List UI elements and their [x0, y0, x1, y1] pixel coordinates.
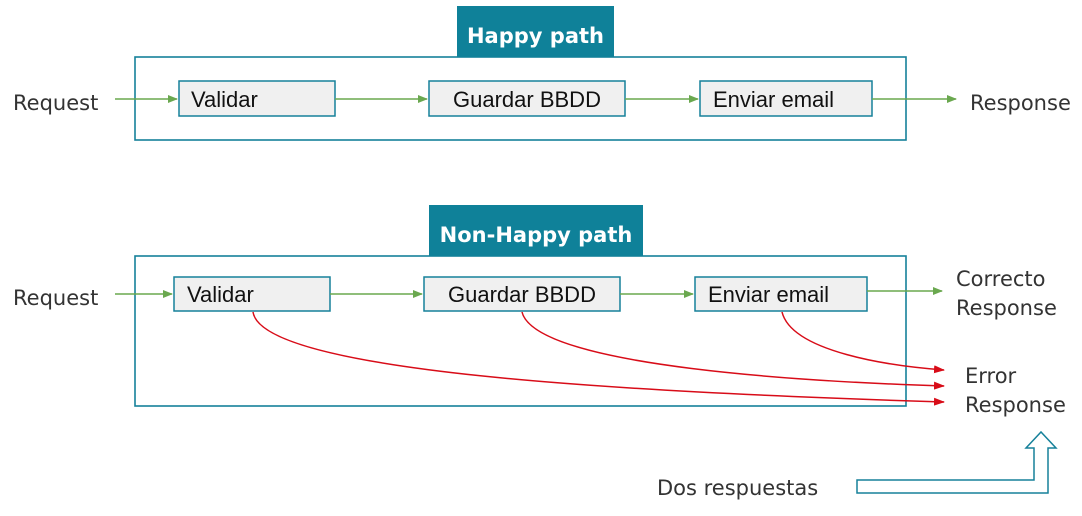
happy-path-section: Happy path Request Validar Guardar BBDD …: [13, 6, 1071, 141]
correcto-label-line1: Correcto: [956, 267, 1046, 291]
happy-step-validar: Validar: [178, 80, 336, 117]
happy-request-label: Request: [13, 91, 98, 115]
up-arrow-icon: [856, 430, 1058, 494]
error-label-line2: Response: [965, 393, 1066, 417]
note-section: Dos respuestas: [657, 430, 1058, 500]
happy-path-title: Happy path: [467, 24, 604, 48]
error-arrow-from-enviar: [781, 311, 945, 374]
happy-step-guardar-label: Guardar BBDD: [453, 87, 601, 112]
happy-step-enviar: Enviar email: [699, 80, 873, 117]
error-arrow-from-guardar: [521, 311, 945, 390]
correcto-label-line2: Response: [956, 296, 1057, 320]
nonhappy-step-enviar-label: Enviar email: [708, 282, 829, 307]
nonhappy-step-validar: Validar: [173, 276, 331, 312]
nonhappy-step-validar-label: Validar: [187, 282, 254, 307]
nonhappy-path-banner: [429, 205, 643, 256]
nonhappy-path-section: Non-Happy path Request Validar Guardar B…: [13, 205, 1066, 417]
nonhappy-step-enviar: Enviar email: [694, 276, 868, 312]
happy-response-label: Response: [970, 91, 1071, 115]
happy-step-validar-label: Validar: [191, 87, 258, 112]
error-arrow-from-validar: [252, 311, 945, 406]
nonhappy-path-title: Non-Happy path: [440, 223, 633, 247]
happy-step-guardar: Guardar BBDD: [428, 80, 626, 117]
happy-step-enviar-label: Enviar email: [713, 87, 834, 112]
nonhappy-step-guardar-label: Guardar BBDD: [448, 282, 596, 307]
note-label: Dos respuestas: [657, 476, 818, 500]
nonhappy-request-label: Request: [13, 286, 98, 310]
error-label-line1: Error: [965, 364, 1017, 388]
happy-path-banner: [457, 6, 614, 57]
nonhappy-step-guardar: Guardar BBDD: [423, 276, 621, 312]
